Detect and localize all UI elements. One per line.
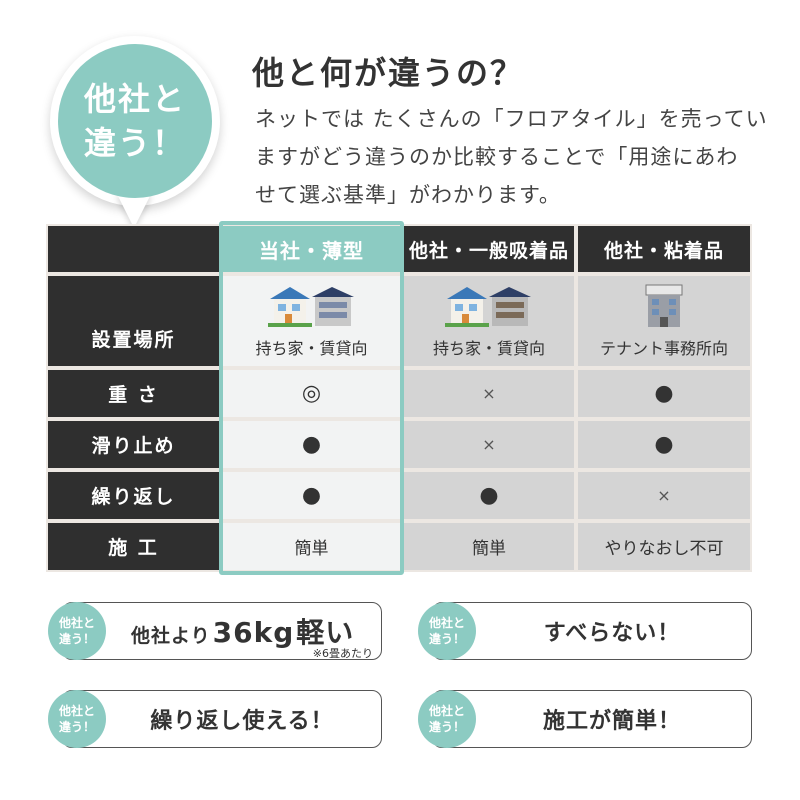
feature-badge: 他社と違う！ bbox=[48, 602, 106, 660]
page-title: 他と何が違うの？ bbox=[252, 54, 525, 92]
cell-other-adhesive-reuse: × bbox=[578, 472, 750, 519]
cell-other-suction-weight: × bbox=[404, 370, 574, 417]
table-corner bbox=[48, 226, 219, 272]
feature-lighter: 他社より 36kg 軽い ※6畳あたり bbox=[62, 602, 382, 660]
cell-other-suction-nonslip: × bbox=[404, 421, 574, 468]
cell-ours-reuse: ● bbox=[223, 472, 400, 519]
row-label-weight: 重 さ bbox=[48, 370, 219, 417]
description: ネットでは たくさんの「フロアタイル」を売ってい ますがどう違うのか比較すること… bbox=[255, 107, 768, 207]
feature-reusable: 繰り返し使える！ bbox=[62, 690, 382, 748]
cell-other-suction-install: 簡単 bbox=[404, 523, 574, 570]
cell-other-adhesive-nonslip: ● bbox=[578, 421, 750, 468]
speech-bubble-badge: 他社と 違う！ bbox=[58, 44, 212, 198]
row-label-nonslip: 滑り止め bbox=[48, 421, 219, 468]
feature-easy-install: 施工が簡単！ bbox=[432, 690, 752, 748]
row-label-reuse: 繰り返し bbox=[48, 472, 219, 519]
house-icon bbox=[445, 283, 533, 329]
feature-nonslip: すべらない！ bbox=[432, 602, 752, 660]
location-label: 持ち家・賃貸向 bbox=[255, 339, 368, 358]
bubble-text: 他社と 違う！ bbox=[83, 80, 186, 162]
speech-bubble-tail bbox=[116, 192, 152, 228]
location-label: 持ち家・賃貸向 bbox=[432, 339, 545, 358]
feature-badge: 他社と違う！ bbox=[48, 690, 106, 748]
comparison-table: 当社・薄型 他社・一般吸着品 他社・粘着品 設置場所 持ち家・賃貸向 bbox=[46, 224, 752, 572]
column-header-other-adhesive: 他社・粘着品 bbox=[578, 226, 750, 272]
cell-other-suction-reuse: ● bbox=[404, 472, 574, 519]
cell-other-suction-location: 持ち家・賃貸向 bbox=[404, 276, 574, 366]
feature-badge: 他社と違う！ bbox=[418, 602, 476, 660]
column-header-other-suction: 他社・一般吸着品 bbox=[404, 226, 574, 272]
location-label: テナント事務所向 bbox=[599, 339, 728, 358]
house-icon bbox=[267, 283, 356, 329]
cell-ours-weight: ◎ bbox=[223, 370, 400, 417]
cell-other-adhesive-weight: ● bbox=[578, 370, 750, 417]
feature-lighter-text: 他社より 36kg 軽い bbox=[131, 616, 355, 649]
column-header-ours: 当社・薄型 bbox=[223, 226, 400, 272]
row-label-install: 施 工 bbox=[48, 523, 219, 570]
feature-note: ※6畳あたり bbox=[312, 647, 373, 660]
cell-other-adhesive-location: テナント事務所向 bbox=[578, 276, 750, 366]
cell-ours-location: 持ち家・賃貸向 bbox=[223, 276, 400, 366]
cell-other-adhesive-install: やりなおし不可 bbox=[578, 523, 750, 570]
cell-ours-install: 簡単 bbox=[223, 523, 400, 570]
feature-badge: 他社と違う！ bbox=[418, 690, 476, 748]
office-building-icon bbox=[642, 283, 686, 329]
cell-ours-nonslip: ● bbox=[223, 421, 400, 468]
row-label-location: 設置場所 bbox=[48, 276, 219, 366]
